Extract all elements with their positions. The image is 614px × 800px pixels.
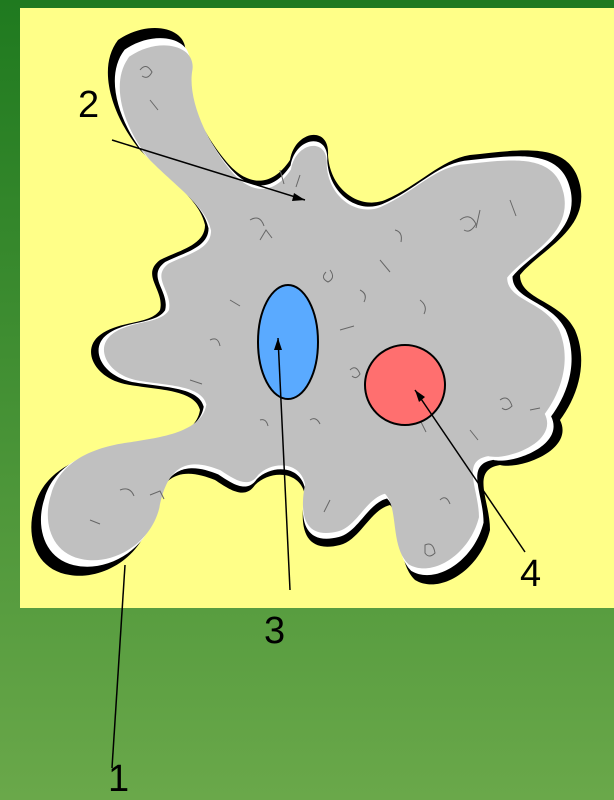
contractile-vacuole [365, 345, 445, 425]
nucleus [258, 285, 318, 399]
label-membrane: 1 [108, 760, 129, 798]
label-ectoplasm: 2 [78, 86, 99, 124]
leader-line-1 [112, 565, 125, 768]
label-nucleus: 3 [264, 612, 285, 650]
label-vacuole: 4 [520, 555, 541, 593]
